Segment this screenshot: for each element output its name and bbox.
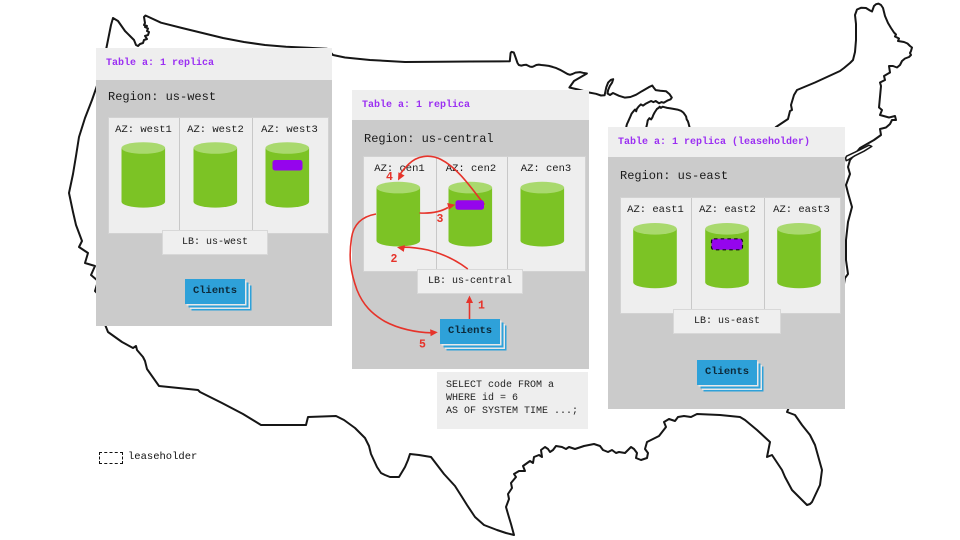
svg-text:4: 4 bbox=[386, 171, 393, 184]
svg-text:5: 5 bbox=[419, 339, 426, 352]
svg-text:3: 3 bbox=[437, 213, 444, 226]
svg-text:1: 1 bbox=[478, 300, 485, 313]
svg-text:2: 2 bbox=[391, 253, 398, 266]
